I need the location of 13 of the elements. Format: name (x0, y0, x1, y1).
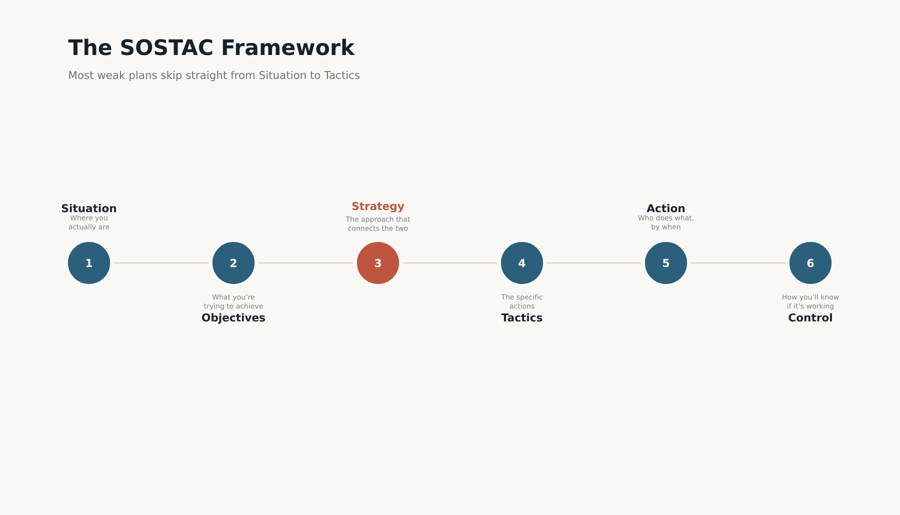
connector-line (258, 262, 354, 264)
step-heading: Situation (62, 204, 116, 212)
step-heading: Tactics (501, 313, 542, 322)
connector-line (114, 262, 209, 264)
title: The SOSTAC Framework (68, 38, 356, 56)
connector-line (546, 262, 642, 264)
step-heading: Control (788, 313, 832, 322)
subtitle: Most weak plans skip straight from Situation to Tactics (69, 70, 360, 82)
connector-line (690, 262, 786, 264)
step-heading: Action (646, 204, 685, 212)
step-heading: Objectives (202, 313, 265, 324)
step-heading: Strategy (352, 202, 404, 212)
connector-line (402, 262, 498, 264)
